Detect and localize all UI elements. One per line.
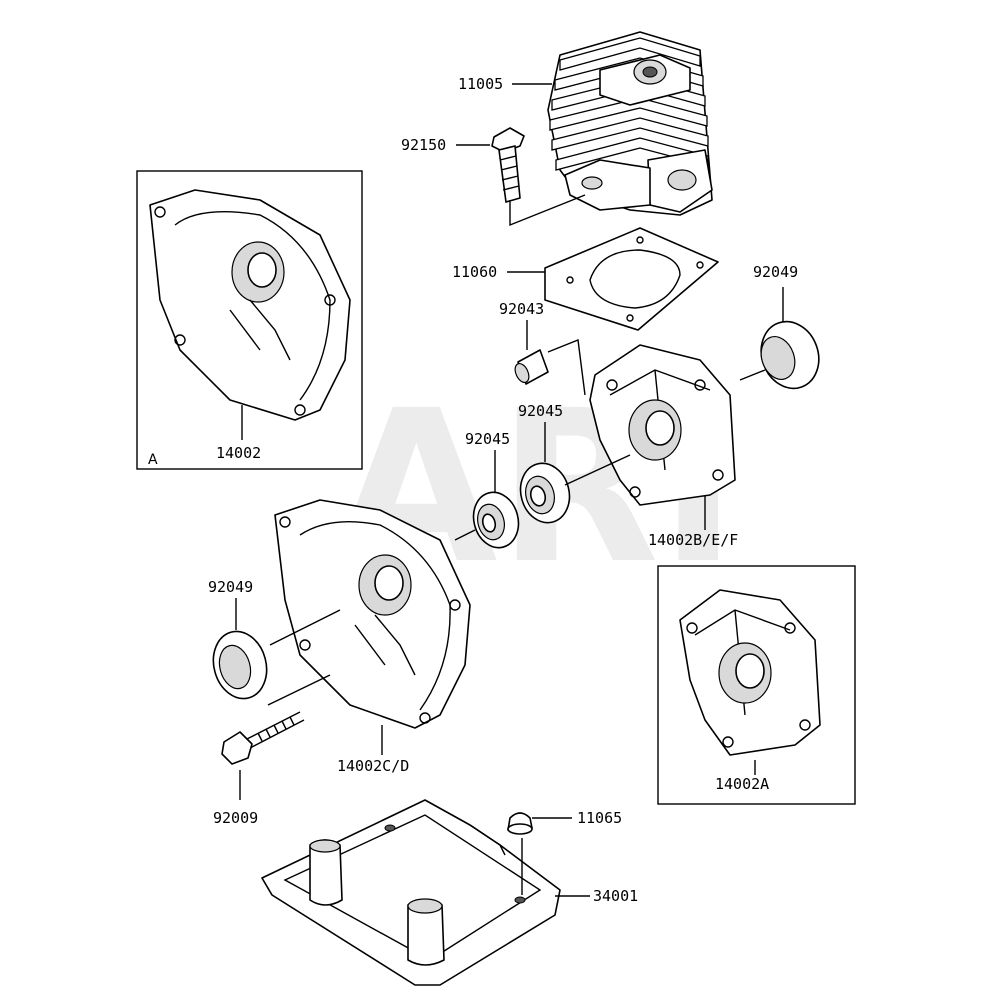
seal-92049-top-part bbox=[760, 320, 820, 390]
inset-box-a bbox=[136, 170, 363, 470]
label-14002: 14002 bbox=[216, 444, 261, 462]
crankcase-cd-part bbox=[274, 499, 471, 729]
gasket-part bbox=[544, 227, 719, 331]
label-92045-b: 92045 bbox=[465, 430, 510, 448]
label-34001: 34001 bbox=[593, 887, 638, 905]
bearing-92045-b-part bbox=[472, 491, 520, 549]
label-92150: 92150 bbox=[401, 136, 446, 154]
pin-92043-part bbox=[514, 349, 549, 385]
label-92049-left: 92049 bbox=[208, 578, 253, 596]
label-14002a: 14002A bbox=[715, 775, 769, 793]
label-11060: 11060 bbox=[452, 263, 497, 281]
leader-lines bbox=[235, 83, 784, 897]
label-11065: 11065 bbox=[577, 809, 622, 827]
seal-92049-left-part bbox=[212, 630, 268, 700]
cap-11065-part bbox=[507, 812, 533, 835]
label-92045-a: 92045 bbox=[518, 402, 563, 420]
label-92049-top: 92049 bbox=[753, 263, 798, 281]
bolt-92009-part bbox=[221, 711, 305, 765]
base-plate-34001-part bbox=[261, 799, 561, 986]
bearing-92045-a-part bbox=[519, 462, 571, 524]
crankcase-14002a-part bbox=[679, 589, 821, 756]
label-14002cd: 14002C/D bbox=[337, 757, 409, 775]
bolt-92150-part bbox=[491, 127, 525, 203]
label-92009: 92009 bbox=[213, 809, 258, 827]
label-11005: 11005 bbox=[458, 75, 503, 93]
crankcase-14002-part bbox=[149, 189, 351, 421]
inset-box-14002a bbox=[657, 565, 856, 805]
crankcase-bef-part bbox=[589, 344, 736, 506]
label-14002bef: 14002B/E/F bbox=[648, 531, 738, 549]
label-92043: 92043 bbox=[499, 300, 544, 318]
inset-a-letter: A bbox=[148, 452, 158, 468]
cylinder-part bbox=[547, 31, 713, 216]
